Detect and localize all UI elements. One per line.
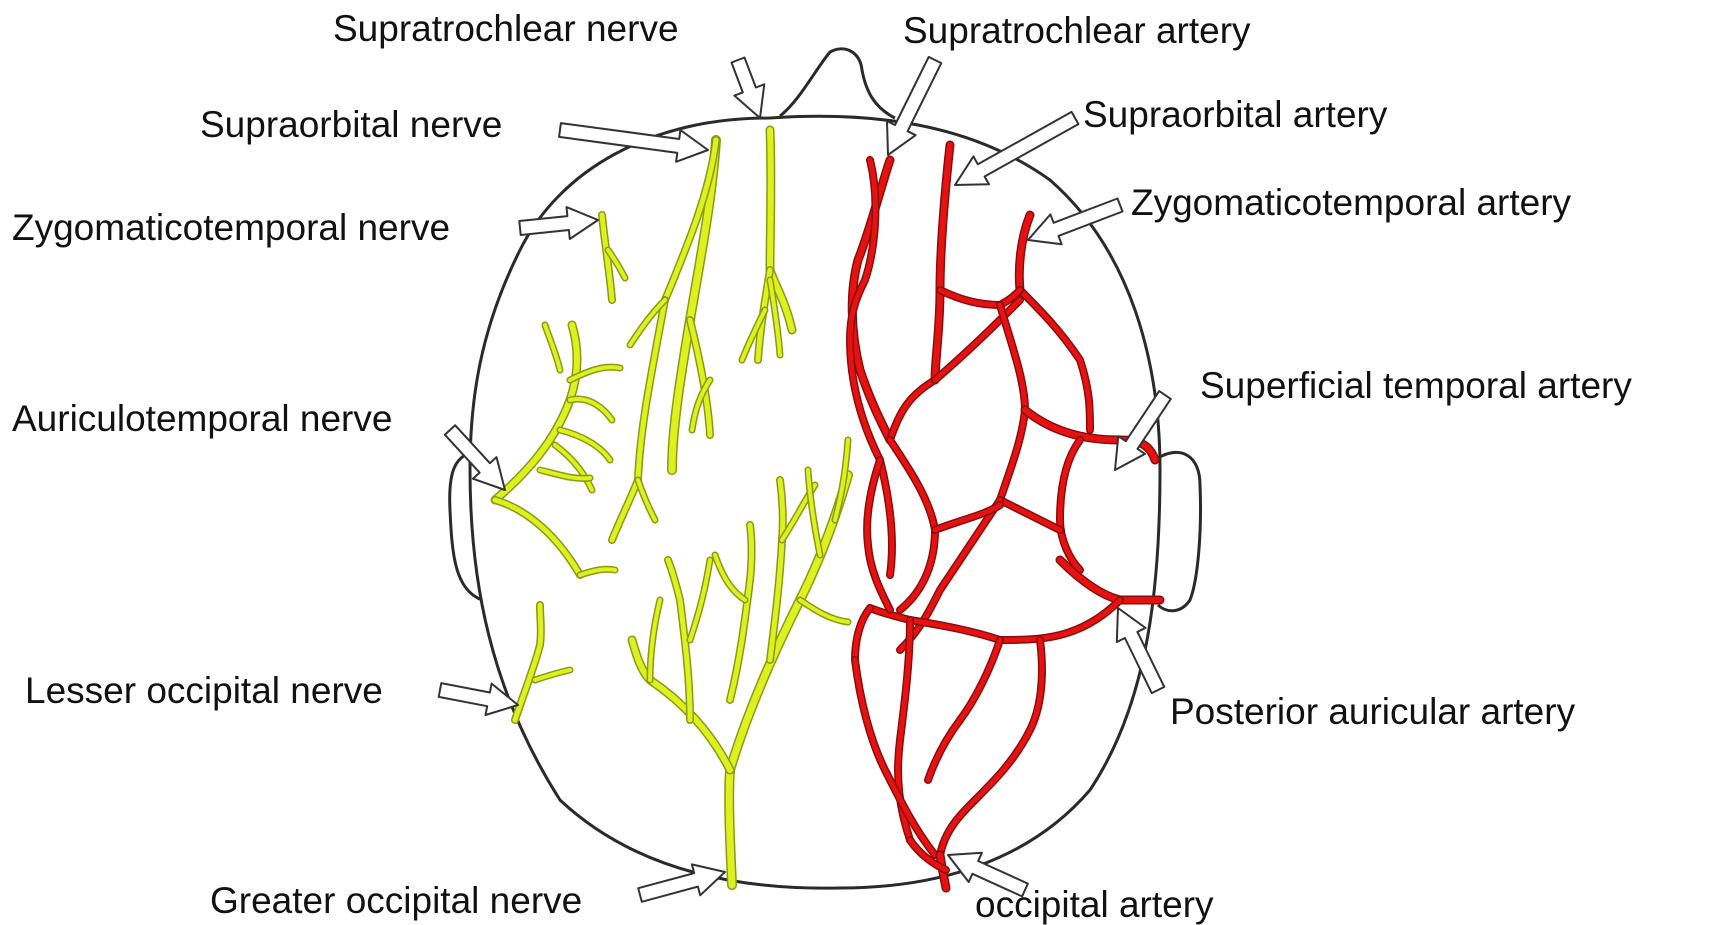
greater-occipital-nerve-trunk [729,475,848,885]
auriculotemporal-nerve-twig [570,399,612,420]
label-supraorbital-artery: Supraorbital artery [1083,96,1387,133]
arrow-posterior-auricular-artery [1117,608,1165,693]
label-lesser-occipital-nerve: Lesser occipital nerve [25,672,383,709]
nose-outline [780,49,895,118]
label-zygomaticotemporal-artery: Zygomaticotemporal artery [1131,184,1571,221]
supraorbital-artery [935,145,950,380]
greater-occipital-nerve-twig [690,560,710,640]
label-zygomaticotemporal-nerve: Zygomaticotemporal nerve [12,209,450,246]
greater-occipital-nerve-twig [835,440,848,520]
scalp-artery-anastomosis [890,380,935,440]
lesser-occipital-nerve [515,605,541,720]
arrow-supratrochlear-nerve [732,58,765,119]
auriculotemporal-nerve-branch [495,500,580,575]
auriculotemporal-nerve-twig [545,325,560,370]
zygomaticotemporal-artery [1019,215,1030,290]
arrow-supraorbital-nerve [559,123,708,162]
head-outline [450,49,1201,888]
arrow-supratrochlear-artery [887,57,941,155]
label-superficial-temporal-artery: Superficial temporal artery [1200,367,1632,404]
label-auriculotemporal-nerve: Auriculotemporal nerve [12,400,392,437]
posterior-auricular-artery-branch [1000,600,1120,640]
label-posterior-auricular-artery: Posterior auricular artery [1170,693,1575,730]
scalp-artery-branch [890,440,935,610]
auriculotemporal-nerve-twig [580,569,615,575]
scalp-artery-anastomosis [855,608,870,660]
auriculotemporal-nerve-twig [555,445,592,490]
greater-occipital-nerve-branch [632,640,730,770]
arrow-supraorbital-artery [955,112,1078,185]
nerve-branches [495,130,848,885]
greater-occipital-nerve-twig [715,555,745,600]
arrow-zygomaticotemporal-nerve [519,207,598,239]
scalp-artery-anastomosis [940,290,1020,305]
superficial-temporal-artery-branch [1060,440,1080,570]
scalp-artery-branch [928,640,1000,780]
label-occipital-artery: occipital artery [975,886,1214,923]
greater-occipital-nerve-branch [730,525,752,700]
supraorbital-nerve-twig [638,480,655,520]
label-supraorbital-nerve: Supraorbital nerve [200,106,502,143]
greater-occipital-nerve-twig [800,600,848,622]
arrow-auriculotemporal-nerve [445,425,505,490]
lesser-occipital-nerve-twig [535,670,570,680]
right-ear [1158,452,1201,610]
label-greater-occipital-nerve: Greater occipital nerve [210,882,582,919]
label-supratrochlear-nerve: Supratrochlear nerve [333,10,679,47]
greater-occipital-nerve-twig [650,600,660,680]
artery-branches [850,145,1160,888]
arrow-superficial-temporal-artery [1115,391,1171,470]
scalp-artery-branch [1000,305,1025,500]
scalp-artery-anastomosis [1000,500,1060,530]
label-supratrochlear-artery: Supratrochlear artery [903,12,1251,49]
